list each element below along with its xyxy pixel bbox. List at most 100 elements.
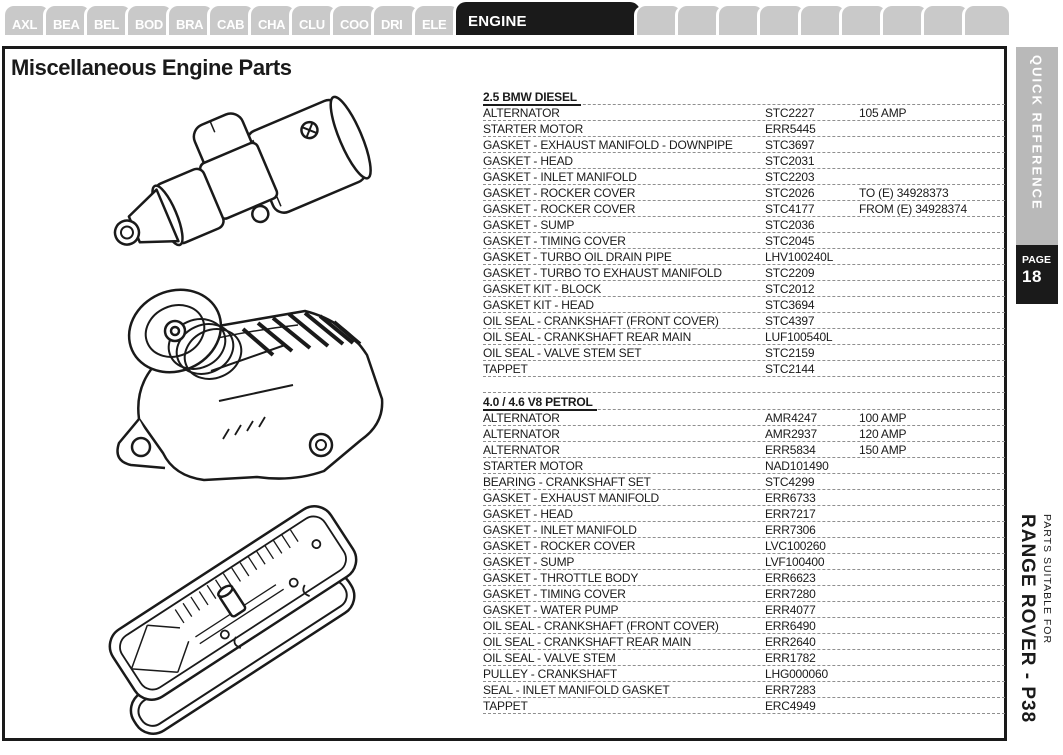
parts-section-v8-petrol: 4.0 / 4.6 V8 PETROL ALTERNATOR AMR4247 1… [483,392,1005,714]
part-description: GASKET - TIMING COVER [483,234,626,248]
content-box: Miscellaneous Engine Parts [2,46,1007,741]
category-tab-label: CHA [258,17,286,32]
part-description: GASKET - TIMING COVER [483,587,626,601]
part-row: SEAL - INLET MANIFOLD GASKET ERR7283 [483,682,1005,698]
part-number: STC2012 [765,282,815,296]
part-description: ALTERNATOR [483,427,560,441]
part-row: BEARING - CRANKSHAFT SET STC4299 [483,474,1005,490]
part-description: OIL SEAL - VALVE STEM [483,651,616,665]
part-number: STC2203 [765,170,815,184]
category-tab-blank[interactable] [760,6,804,35]
part-row: GASKET - TURBO OIL DRAIN PIPE LHV100240L [483,249,1005,265]
part-description: ALTERNATOR [483,106,560,120]
part-description: STARTER MOTOR [483,459,584,473]
part-description: GASKET - EXHAUST MANIFOLD [483,491,659,505]
part-number: STC3694 [765,298,815,312]
part-number: STC2026 [765,186,815,200]
part-description: OIL SEAL - CRANKSHAFT REAR MAIN [483,330,692,344]
part-row: GASKET - TURBO TO EXHAUST MANIFOLD STC22… [483,265,1005,281]
part-description: STARTER MOTOR [483,122,584,136]
category-tab[interactable]: AXL [5,6,49,35]
part-row: GASKET - WATER PUMP ERR4077 [483,602,1005,618]
part-row: TAPPET STC2144 [483,361,1005,377]
part-description: TAPPET [483,699,528,713]
part-number: LHG000060 [765,667,828,681]
category-tab[interactable]: BEL [87,6,131,35]
part-number: AMR4247 [765,411,817,425]
part-description: GASKET - ROCKER COVER [483,186,636,200]
part-row: GASKET - EXHAUST MANIFOLD ERR6733 [483,490,1005,506]
category-tab-blank[interactable] [842,6,886,35]
section-rows: ALTERNATOR STC2227 105 AMP STARTER MOTOR… [483,105,1005,377]
part-row: GASKET - SUMP LVF100400 [483,554,1005,570]
part-row: GASKET - TIMING COVER STC2045 [483,233,1005,249]
starter-motor-illustration [103,93,383,258]
category-tab-label: AXL [12,17,38,32]
active-tab-label: ENGINE [468,13,527,30]
part-number: ERC4949 [765,699,816,713]
part-row: GASKET - SUMP STC2036 [483,217,1005,233]
category-tab[interactable]: CHA [251,6,295,35]
category-tab-strip: AXL BEA BEL BOD BRA CAB [5,0,1009,35]
model-banner: PARTS SUITABLE FOR RANGE ROVER - P38 [1008,514,1054,752]
category-tab-label: CAB [217,17,245,32]
part-row: ALTERNATOR AMR2937 120 AMP [483,426,1005,442]
part-row: GASKET KIT - HEAD STC3694 [483,297,1005,313]
category-tab[interactable]: COO [333,6,377,35]
parts-section-bmw-diesel: 2.5 BMW DIESEL ALTERNATOR STC2227 105 AM… [483,89,1005,377]
alternator-drawing [116,288,384,482]
part-description: GASKET KIT - BLOCK [483,282,601,296]
category-tab-blank[interactable] [801,6,845,35]
part-description: GASKET - THROTTLE BODY [483,571,639,585]
part-number: STC2031 [765,154,815,168]
category-tabs: AXL BEA BEL BOD BRA CAB [5,6,459,35]
part-note: FROM (E) 34928374 [859,202,967,216]
category-tab[interactable]: BEA [46,6,90,35]
parts-table: 2.5 BMW DIESEL ALTERNATOR STC2227 105 AM… [483,89,1005,714]
section-heading: 4.0 / 4.6 V8 PETROL [483,395,597,411]
category-tab[interactable]: ELE [415,6,459,35]
tab-engine-active[interactable]: ENGINE [456,2,640,35]
part-description: GASKET - INLET MANIFOLD [483,170,637,184]
category-tab[interactable]: BOD [128,6,172,35]
part-number: STC3697 [765,138,815,152]
part-description: GASKET - INLET MANIFOLD [483,523,637,537]
category-tab[interactable]: BRA [169,6,213,35]
category-tab-blank[interactable] [719,6,763,35]
page-number-box: PAGE 18 [1016,245,1058,304]
part-number: STC2045 [765,234,815,248]
category-tab[interactable]: CLU [292,6,336,35]
page-title: Miscellaneous Engine Parts [11,55,292,80]
part-number: ERR7283 [765,683,816,697]
category-tab[interactable]: DRI [374,6,418,35]
page-number: 18 [1022,267,1042,286]
category-tab-blank[interactable] [965,6,1009,35]
part-row: ALTERNATOR AMR4247 100 AMP [483,410,1005,426]
model-name: RANGE ROVER - P38 [1017,514,1038,724]
part-description: ALTERNATOR [483,411,560,425]
category-tab-blank[interactable] [883,6,927,35]
part-number: ERR5445 [765,122,816,136]
part-number: AMR2937 [765,427,817,441]
part-row: GASKET - THROTTLE BODY ERR6623 [483,570,1005,586]
category-tab[interactable]: CAB [210,6,254,35]
rocker-cover-illustration [83,491,393,746]
part-number: LVF100400 [765,555,825,569]
quick-reference-bar[interactable]: QUICK REFERENCE [1016,47,1058,245]
part-row: GASKET - TIMING COVER ERR7280 [483,586,1005,602]
part-description: GASKET - SUMP [483,555,575,569]
part-description: GASKET KIT - HEAD [483,298,594,312]
part-row: GASKET - HEAD STC2031 [483,153,1005,169]
page-label: PAGE [1022,254,1051,266]
part-row: ALTERNATOR ERR5834 150 AMP [483,442,1005,458]
part-row: GASKET - INLET MANIFOLD STC2203 [483,169,1005,185]
part-number: ERR1782 [765,651,816,665]
part-row: ALTERNATOR STC2227 105 AMP [483,105,1005,121]
part-number: LUF100540L [765,330,833,344]
category-tab-label: BEL [94,17,120,32]
category-tab-blank[interactable] [678,6,722,35]
category-tab-blank[interactable] [637,6,681,35]
category-tab-blank[interactable] [924,6,968,35]
part-note: 150 AMP [859,443,907,457]
